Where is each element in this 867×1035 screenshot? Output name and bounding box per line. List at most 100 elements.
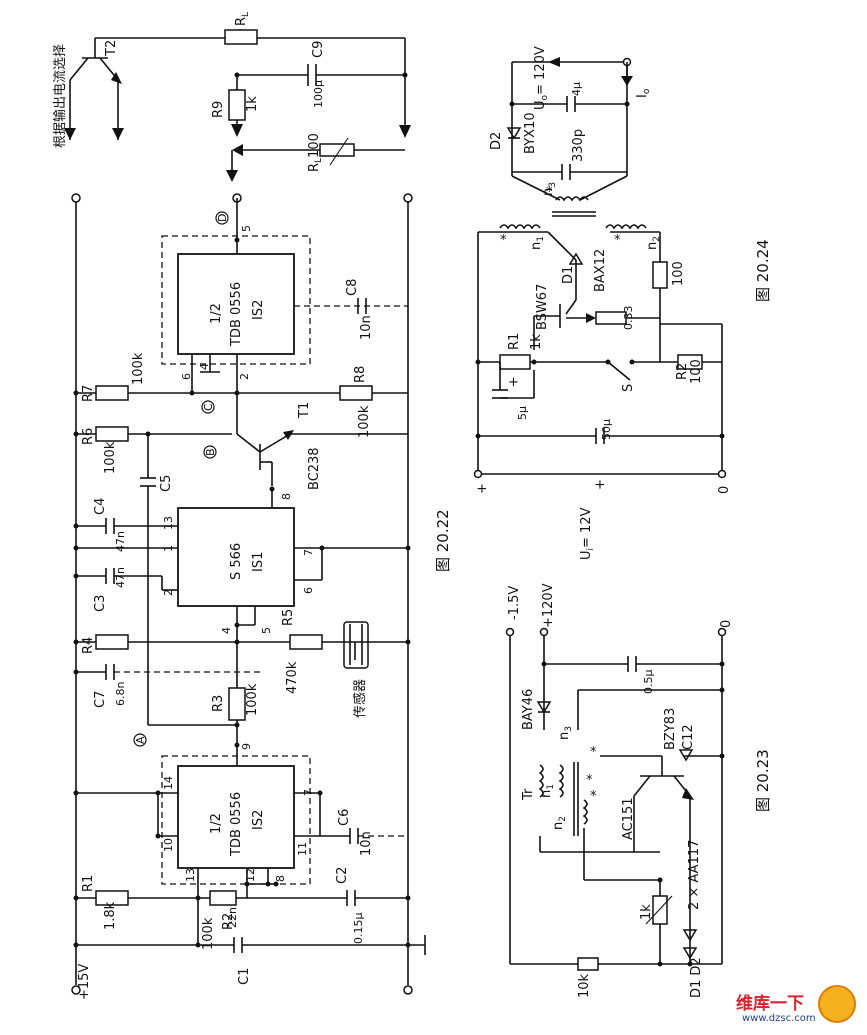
svg-text:BAY46: BAY46 <box>521 689 536 730</box>
svg-text:IS1: IS1 <box>251 552 266 572</box>
svg-text:TDB 0556: TDB 0556 <box>229 282 244 347</box>
svg-text:T1: T1 <box>297 402 312 419</box>
svg-text:D1 D2: D1 D2 <box>689 957 704 998</box>
n2-label-24: n2 <box>645 236 662 250</box>
node-a-marker <box>133 733 147 747</box>
resistor-r3 <box>228 687 246 721</box>
svg-text:C1: C1 <box>237 968 252 985</box>
svg-text:9: 9 <box>240 743 253 750</box>
svg-text:传感器: 传感器 <box>352 679 368 718</box>
svg-text:1/2: 1/2 <box>209 303 224 324</box>
svg-text:R2: R2 <box>221 913 236 930</box>
svg-text:C3: C3 <box>93 595 108 612</box>
resistor-r1-24 <box>499 354 531 370</box>
svg-text:100k: 100k <box>131 352 146 385</box>
svg-text:Tr: Tr <box>521 788 536 801</box>
svg-text:C5: C5 <box>159 475 174 492</box>
svg-text:R3: R3 <box>211 695 226 712</box>
svg-text:C2: C2 <box>335 867 350 884</box>
svg-text:50μ: 50μ <box>600 419 613 440</box>
svg-text:1: 1 <box>162 545 175 552</box>
chip-is2-bottom <box>177 765 295 869</box>
svg-text:*: * <box>590 789 597 804</box>
svg-text:IS2: IS2 <box>251 810 266 830</box>
svg-text:R8: R8 <box>353 366 368 383</box>
svg-text:13: 13 <box>184 868 197 882</box>
svg-text:6.8n: 6.8n <box>114 682 127 706</box>
n1-label-24: n1 <box>529 236 546 250</box>
svg-text:*: * <box>586 773 593 788</box>
svg-text:R1: R1 <box>81 875 96 892</box>
svg-text:10n: 10n <box>359 831 374 856</box>
n2-label-23: n2 <box>551 816 568 830</box>
svg-text:10: 10 <box>162 838 175 852</box>
svg-text:S 566: S 566 <box>229 543 244 580</box>
svg-text:2: 2 <box>238 373 251 380</box>
svg-text:+120V: +120V <box>541 583 556 628</box>
svg-text:100: 100 <box>689 359 704 384</box>
c9-value: 100μ <box>312 80 325 108</box>
node-c-marker <box>201 400 215 414</box>
svg-text:C6: C6 <box>337 809 352 826</box>
svg-text:R1: R1 <box>507 333 522 350</box>
svg-text:7: 7 <box>302 789 315 796</box>
svg-text:C: C <box>202 403 215 411</box>
svg-text:8: 8 <box>274 875 287 882</box>
svg-text:AC151: AC151 <box>621 797 636 840</box>
svg-text:4μ: 4μ <box>570 82 583 96</box>
chip-is1 <box>177 507 295 607</box>
svg-text:22n: 22n <box>226 907 239 928</box>
svg-text:11: 11 <box>296 842 309 856</box>
svg-text:1k: 1k <box>529 334 544 350</box>
svg-text:12: 12 <box>244 868 257 882</box>
watermark-url: www.dzsc.com <box>742 1013 816 1024</box>
svg-text:+: + <box>593 479 608 490</box>
fig-20-23-label: 图 20.23 <box>754 749 772 812</box>
n3-label-24: n3 <box>541 182 558 196</box>
terminal-gnd <box>403 985 413 995</box>
fig-20-24-label: 图 20.24 <box>754 239 772 302</box>
svg-text:4: 4 <box>220 627 233 634</box>
node-b-marker <box>203 445 217 459</box>
svg-text:B: B <box>204 448 217 456</box>
svg-text:TDB 0556: TDB 0556 <box>229 792 244 857</box>
resistor-r9 <box>228 89 246 121</box>
arrow-out-left <box>231 124 243 137</box>
svg-text:*: * <box>614 233 621 248</box>
rl-top-label: RL <box>234 12 251 26</box>
fig-20-22-label: 图 20.22 <box>434 509 452 572</box>
watermark-text: 维库一下 <box>736 994 804 1014</box>
ui-label: Ui= 12V <box>579 507 596 560</box>
svg-text:2: 2 <box>162 589 175 596</box>
svg-text:BYX10: BYX10 <box>523 112 538 154</box>
svg-text:0.5μ: 0.5μ <box>642 670 655 695</box>
io-label: Io <box>635 88 652 98</box>
terminal-gnd-top <box>403 193 413 203</box>
svg-text:100: 100 <box>671 261 686 286</box>
svg-text:100k: 100k <box>103 441 118 474</box>
svg-text:R5: R5 <box>281 609 296 626</box>
svg-text:C4: C4 <box>93 498 108 515</box>
r9-value: 1k <box>245 96 260 112</box>
resistor-r8 <box>339 385 373 401</box>
svg-text:10k: 10k <box>577 973 592 998</box>
svg-text:R4: R4 <box>81 637 96 654</box>
r9-label: R9 <box>211 101 226 118</box>
svg-text:BZY83: BZY83 <box>663 708 678 750</box>
svg-text:5μ: 5μ <box>516 406 529 420</box>
svg-text:*: * <box>500 233 507 248</box>
n1-label-23: n1 <box>539 784 556 798</box>
circuit-fig-20-22: +15V T2 根据输出电流选择 <box>52 12 452 1000</box>
svg-text:5: 5 <box>260 627 273 634</box>
svg-text:R2: R2 <box>675 363 690 380</box>
svg-text:D: D <box>216 214 229 222</box>
svg-text:S: S <box>621 384 636 392</box>
svg-text:100k: 100k <box>201 917 216 950</box>
svg-text:0.33: 0.33 <box>622 306 635 331</box>
svg-text:5: 5 <box>240 225 253 232</box>
svg-text:1.8k: 1.8k <box>103 901 118 930</box>
node-d-marker <box>215 211 229 225</box>
resistor-r6 <box>95 426 129 442</box>
resistor-100-24 <box>652 261 668 289</box>
